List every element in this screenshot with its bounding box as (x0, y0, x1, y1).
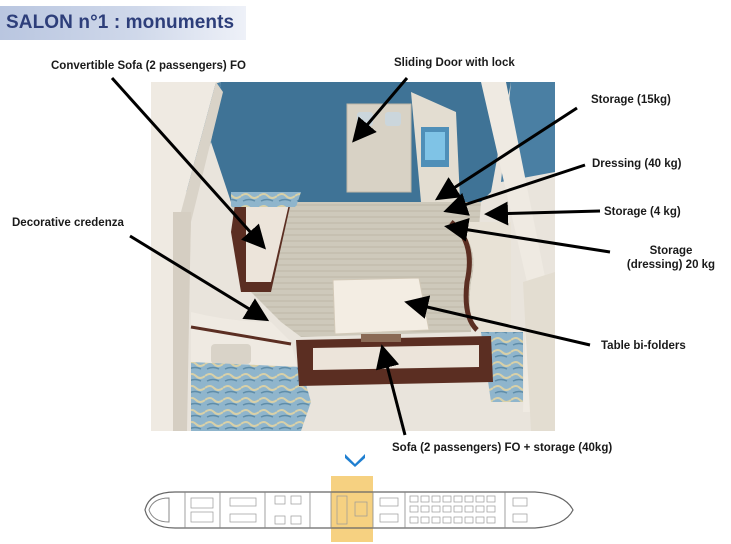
chevron-down-icon (345, 454, 365, 467)
label-convertible-sofa: Convertible Sofa (2 passengers) FO (51, 60, 246, 72)
cabin-render (151, 82, 555, 431)
label-storage-dressing-line2: (dressing) 20 kg (626, 259, 716, 271)
label-sliding-door: Sliding Door with lock (394, 57, 515, 69)
highlight-zone (331, 476, 373, 542)
label-dressing: Dressing (40 kg) (592, 158, 682, 170)
label-storage-dressing-line1: Storage (649, 245, 693, 257)
label-table: Table bi-folders (601, 340, 686, 352)
aircraft-floorplan (144, 476, 574, 542)
label-storage-dressing: Storage (dressing) 20 kg (616, 244, 726, 272)
title-banner (0, 6, 246, 40)
label-decorative-credenza: Decorative credenza (12, 217, 124, 229)
page-title: SALON n°1 : monuments (6, 12, 235, 33)
label-sofa-storage: Sofa (2 passengers) FO + storage (40kg) (392, 442, 613, 454)
label-storage-15: Storage (15kg) (591, 94, 671, 106)
label-storage-4: Storage (4 kg) (604, 206, 681, 218)
